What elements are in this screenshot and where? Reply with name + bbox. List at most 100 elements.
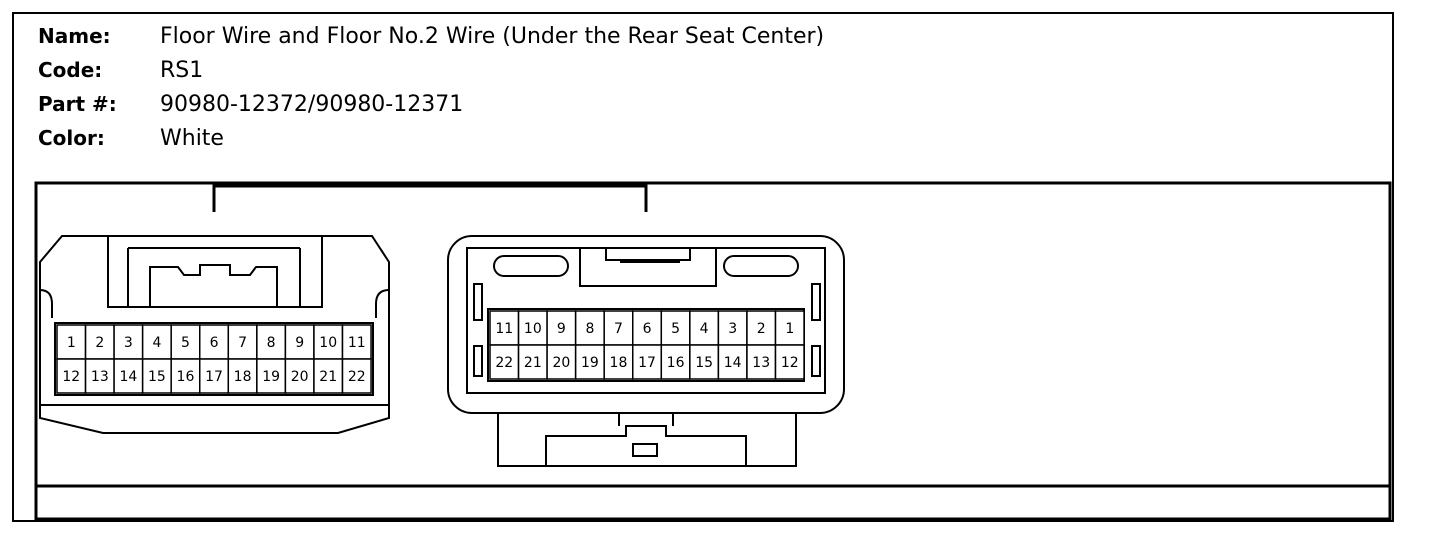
connector-left-housing xyxy=(39,235,390,434)
pin-number: 6 xyxy=(643,321,652,337)
connector-pair-bracket xyxy=(212,184,648,212)
pin-number: 12 xyxy=(62,369,80,385)
pin-number: 3 xyxy=(728,321,737,337)
connector-left-latch xyxy=(149,264,278,307)
pin-number: 13 xyxy=(91,369,109,385)
connector-right-side-key-right-top xyxy=(811,283,821,321)
part-value: 90980-12372/90980-12371 xyxy=(160,92,463,117)
pin-cell xyxy=(56,358,87,394)
pin-number: 10 xyxy=(524,321,542,337)
pin-number: 10 xyxy=(319,335,337,351)
pin-cell xyxy=(574,344,605,380)
connector-right-side-key-left-top xyxy=(473,283,483,321)
connector-right-side-key-left-bottom xyxy=(473,345,483,377)
pin-number: 21 xyxy=(319,369,337,385)
pin-number: 3 xyxy=(124,335,133,351)
part-label: Part #: xyxy=(38,92,117,116)
pin-number: 11 xyxy=(495,321,513,337)
pin-cell xyxy=(313,358,344,394)
pin-number: 4 xyxy=(152,335,161,351)
pin-number: 22 xyxy=(348,369,366,385)
pin-number: 16 xyxy=(667,355,685,371)
pin-number: 18 xyxy=(610,355,628,371)
name-value: Floor Wire and Floor No.2 Wire (Under th… xyxy=(160,24,824,49)
pin-cell xyxy=(746,344,777,380)
connector-right-inner-frame xyxy=(466,247,826,394)
code-value: RS1 xyxy=(160,58,203,83)
pin-number: 15 xyxy=(148,369,166,385)
pin-number: 11 xyxy=(348,335,366,351)
connector-right-top-tab xyxy=(579,248,717,287)
pin-number: 19 xyxy=(581,355,599,371)
pin-number: 22 xyxy=(495,355,513,371)
pin-number: 4 xyxy=(700,321,709,337)
pin-number: 5 xyxy=(181,335,190,351)
pin-number: 20 xyxy=(291,369,309,385)
pin-number: 14 xyxy=(724,355,742,371)
pin-number: 5 xyxy=(671,321,680,337)
connector-left-side-notch-left xyxy=(39,289,53,318)
pin-cell xyxy=(660,344,691,380)
info-block: Name: Floor Wire and Floor No.2 Wire (Un… xyxy=(38,24,824,151)
pin-number: 18 xyxy=(234,369,252,385)
pin-cell xyxy=(313,324,344,360)
pin-number: 14 xyxy=(119,369,137,385)
connector-right-lower-detail xyxy=(618,413,674,426)
connector-right-side-key-right-bottom xyxy=(811,345,821,377)
color-label: Color: xyxy=(38,126,105,150)
pin-number: 20 xyxy=(552,355,570,371)
color-value: White xyxy=(160,126,224,151)
pin-number: 13 xyxy=(752,355,770,371)
pin-number: 16 xyxy=(177,369,195,385)
pin-number: 6 xyxy=(210,335,219,351)
pin-cell xyxy=(746,310,777,346)
pin-number: 17 xyxy=(638,355,656,371)
pin-cell xyxy=(717,310,748,346)
pin-cell xyxy=(341,358,372,394)
pin-cell xyxy=(517,344,548,380)
connector-left-lock-tab xyxy=(127,247,301,307)
pin-number: 7 xyxy=(614,321,623,337)
outer-frame xyxy=(12,12,1394,522)
pin-number: 15 xyxy=(695,355,713,371)
pin-cell xyxy=(341,324,372,360)
pin-cell xyxy=(199,358,230,394)
connector-right-lower-lock xyxy=(545,425,747,466)
pin-number: 9 xyxy=(557,321,566,337)
pin-number: 19 xyxy=(262,369,280,385)
connector-right-slot-left xyxy=(493,255,569,277)
pin-number: 21 xyxy=(524,355,542,371)
pin-cell xyxy=(603,344,634,380)
connector-right-lock-tab xyxy=(632,443,658,457)
pin-number: 17 xyxy=(205,369,223,385)
drawing-frame xyxy=(34,181,1392,521)
connector-left-side-notch-right xyxy=(375,289,390,318)
pin-cell xyxy=(689,310,720,346)
connector-right-slot-right xyxy=(723,255,799,277)
pin-cell xyxy=(227,358,258,394)
pin-cell xyxy=(256,324,287,360)
pin-number: 7 xyxy=(238,335,247,351)
pin-cell xyxy=(141,358,172,394)
pin-number: 9 xyxy=(295,335,304,351)
connector-right-lower-lug xyxy=(497,413,797,467)
pin-cell xyxy=(84,324,115,360)
pin-cell xyxy=(774,344,805,380)
connector-right-housing xyxy=(447,235,845,414)
pin-number: 1 xyxy=(67,335,76,351)
pin-number: 8 xyxy=(585,321,594,337)
pin-number: 2 xyxy=(95,335,104,351)
pin-cell xyxy=(113,324,144,360)
pin-number: 2 xyxy=(757,321,766,337)
pin-number: 1 xyxy=(785,321,794,337)
pin-number: 12 xyxy=(781,355,799,371)
pin-number: 8 xyxy=(267,335,276,351)
pin-cell xyxy=(170,324,201,360)
pin-cell xyxy=(113,358,144,394)
pin-cell xyxy=(170,358,201,394)
